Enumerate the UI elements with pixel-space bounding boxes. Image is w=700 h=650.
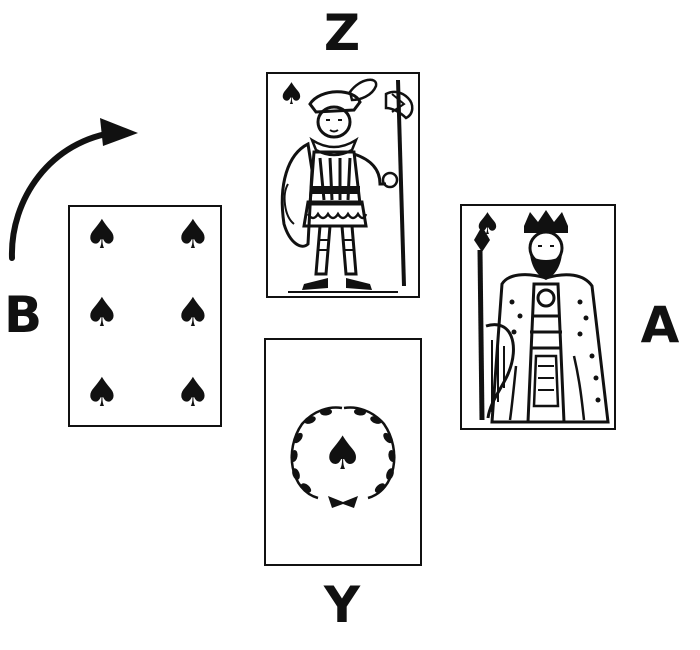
king-figure-icon (474, 210, 610, 424)
spade-pip-icon: ♠ (84, 370, 120, 416)
spade-pip-icon: ♠ (84, 290, 120, 336)
seat-label-west: B (3, 286, 43, 344)
card-south-ace-of-spades[interactable]: ♠ (264, 338, 422, 566)
laurel-wreath-icon (290, 406, 396, 508)
seat-label-east: A (640, 296, 680, 354)
seat-label-south: Y (323, 576, 361, 634)
spade-pip-icon: ♠ (175, 212, 211, 258)
seat-label-north: Z (323, 4, 361, 62)
spade-pip-icon: ♠ (175, 290, 211, 336)
spade-center-icon: ♠ (322, 426, 364, 480)
spade-index-icon: ♠ (278, 77, 305, 112)
spade-pip-icon: ♠ (84, 212, 120, 258)
card-east-king-of-spades[interactable]: ♠ (460, 204, 616, 430)
card-west-six-of-spades[interactable]: ♠ ♠ ♠ ♠ ♠ ♠ (68, 205, 222, 427)
card-north-jack-of-spades[interactable]: ♠ (266, 72, 420, 298)
curved-arrow-icon (8, 118, 138, 261)
spade-pip-icon: ♠ (175, 370, 211, 416)
knave-figure-icon (280, 78, 414, 293)
